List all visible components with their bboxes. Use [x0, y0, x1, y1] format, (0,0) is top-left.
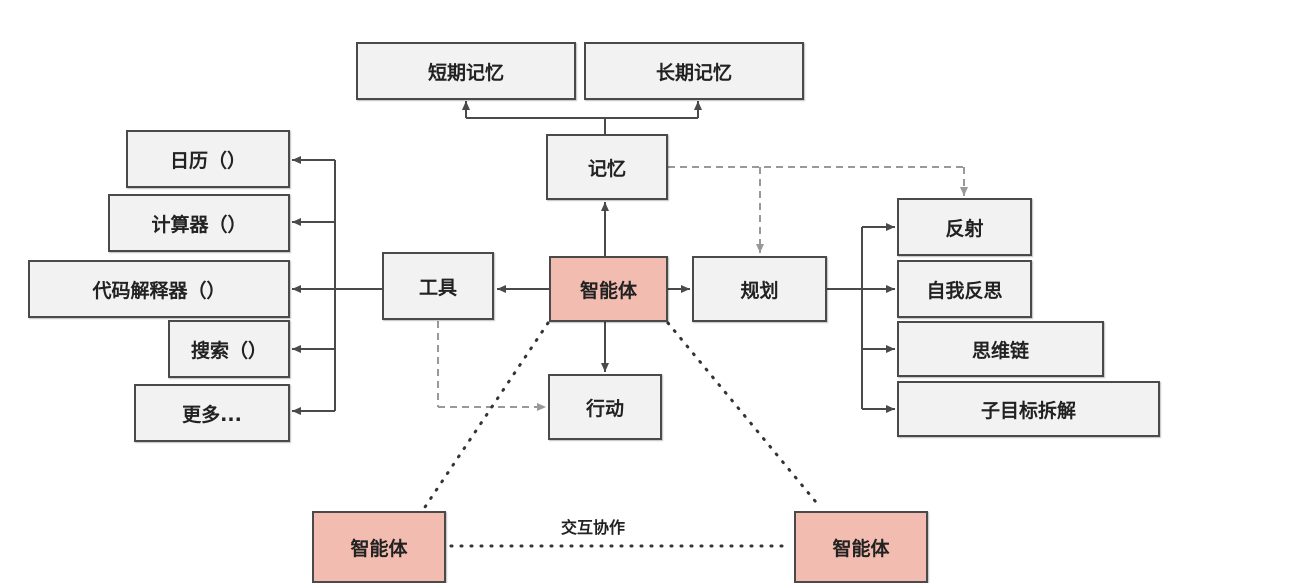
chain-of-thought-node: 思维链 [897, 321, 1104, 377]
calendar-tool-node: 日历（） [126, 130, 290, 188]
agent-right-node: 智能体 [794, 511, 928, 583]
self-critique-label: 自我反思 [926, 279, 1003, 302]
planning-node: 规划 [692, 256, 827, 322]
agent-right-label: 智能体 [832, 537, 890, 560]
calendar-tool-label: 日历（） [169, 149, 246, 172]
subgoal-decomposition-node: 子目标拆解 [897, 381, 1160, 437]
more-tools-node: 更多... [134, 384, 290, 442]
agent-center-node: 智能体 [549, 256, 668, 322]
action-node: 行动 [548, 374, 662, 440]
long-term-memory-label: 长期记忆 [655, 61, 732, 84]
edge-tools-to-tool-list [292, 156, 382, 415]
calculator-tool-node: 计算器（） [108, 194, 290, 252]
short-term-memory-node: 短期记忆 [356, 42, 576, 100]
long-term-memory-node: 长期记忆 [584, 42, 804, 100]
memory-node: 记忆 [546, 134, 668, 200]
search-tool-label: 搜索（） [190, 339, 267, 362]
short-term-memory-label: 短期记忆 [427, 61, 504, 84]
planning-label: 规划 [740, 279, 779, 302]
edge-memory-to-planning-dashed [668, 166, 968, 253]
agent-left-label: 智能体 [350, 537, 408, 560]
agent-center-label: 智能体 [579, 279, 637, 302]
edge-memory-to-stores [462, 101, 702, 134]
chain-of-thought-label: 思维链 [971, 339, 1029, 362]
edge-multi-agent-dotted [423, 321, 822, 548]
edge-planning-to-planning-list [827, 223, 895, 413]
agent-left-node: 智能体 [312, 511, 446, 583]
edge-tools-to-action-dashed [437, 321, 546, 411]
self-critique-node: 自我反思 [897, 260, 1032, 318]
search-tool-node: 搜索（） [168, 320, 290, 378]
memory-label: 记忆 [587, 157, 626, 180]
subgoal-decomposition-label: 子目标拆解 [980, 399, 1076, 422]
tools-label: 工具 [418, 276, 457, 299]
calculator-tool-label: 计算器（） [151, 213, 247, 236]
more-tools-label: 更多... [182, 403, 242, 426]
action-label: 行动 [585, 397, 624, 420]
reflection-node: 反射 [897, 198, 1032, 256]
code-interpreter-tool-node: 代码解释器（） [28, 260, 290, 318]
reflection-label: 反射 [945, 217, 984, 240]
collaboration-label: 交互协作 [561, 518, 626, 537]
tools-node: 工具 [382, 252, 494, 320]
code-interpreter-tool-label: 代码解释器（） [92, 279, 226, 302]
